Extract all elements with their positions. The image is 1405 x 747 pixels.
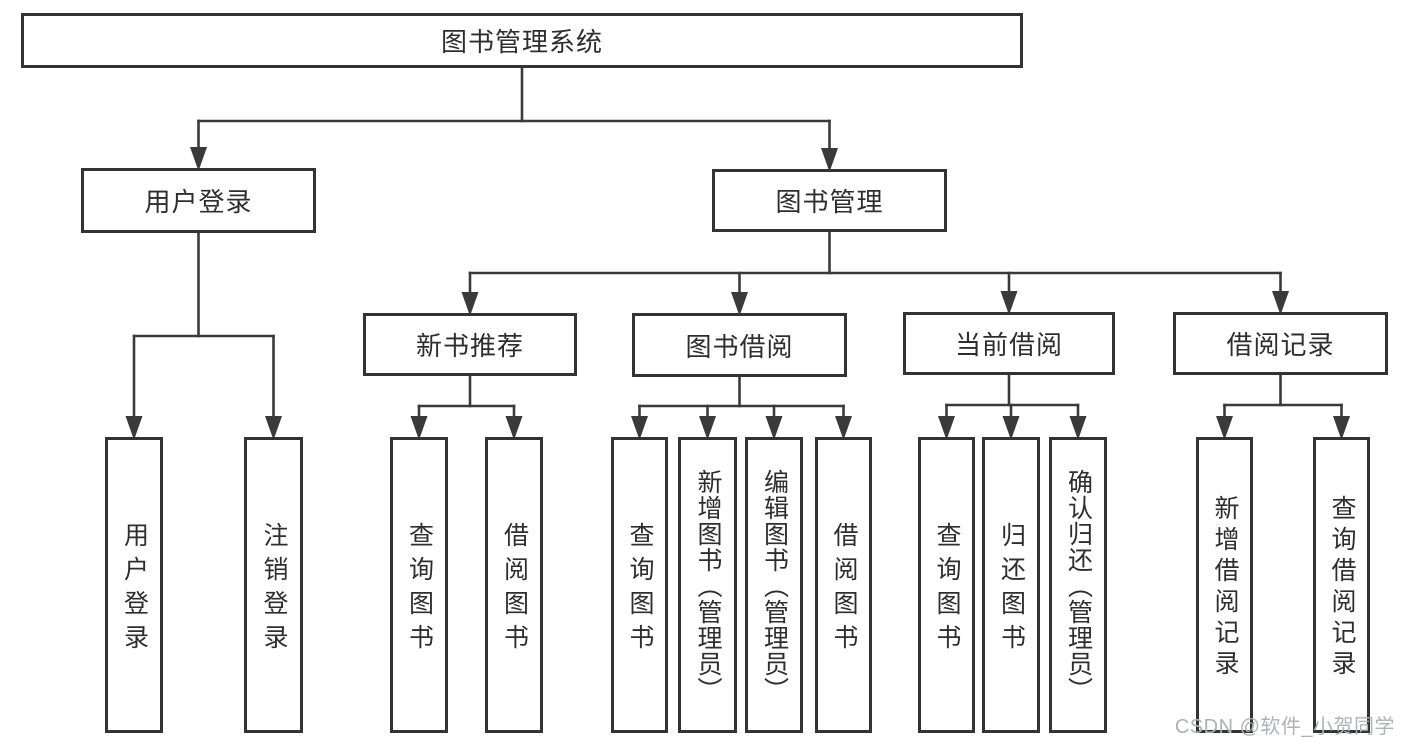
node-cb-confirm-return: 确认归还（管理员） [1049, 437, 1107, 733]
node-br-add-record: 新增借阅记录 [1196, 437, 1253, 733]
node-bb-borrow-book: 借阅图书 [815, 437, 872, 733]
node-cb-return-book: 归还图书 [982, 437, 1040, 733]
node-bb-add-book: 新增图书（管理员） [678, 437, 737, 733]
node-label: 新增图书（管理员） [694, 468, 722, 703]
node-label: 图书管理 [775, 187, 884, 217]
node-borrow-records: 借阅记录 [1173, 312, 1388, 375]
node-new-book-rec: 新书推荐 [363, 313, 577, 376]
node-label: 归还图书 [997, 521, 1026, 658]
node-current-borrow: 当前借阅 [903, 312, 1115, 375]
node-bb-query-book: 查询图书 [611, 437, 668, 733]
node-user-login: 用户登录 [81, 168, 316, 233]
node-label: 查询图书 [626, 521, 654, 658]
node-book-borrow: 图书借阅 [632, 313, 847, 377]
node-label: 用户登录 [144, 187, 253, 217]
node-rec-query-book: 查询图书 [390, 437, 448, 733]
node-logout-leaf: 注销登录 [244, 437, 303, 733]
node-label: 确认归还（管理员） [1064, 468, 1093, 703]
node-label: 用户登录 [120, 521, 149, 658]
node-label: 当前借阅 [954, 330, 1063, 360]
node-label: 借阅记录 [1226, 330, 1335, 360]
node-book-mgmt: 图书管理 [712, 169, 947, 232]
node-br-query-record: 查询借阅记录 [1313, 437, 1370, 733]
node-label: 借阅图书 [500, 521, 529, 658]
node-label: 图书借阅 [685, 331, 794, 362]
node-cb-query-book: 查询图书 [918, 437, 975, 733]
node-root: 图书管理系统 [21, 13, 1023, 68]
node-label: 新增借阅记录 [1211, 495, 1239, 681]
node-label: 借阅图书 [830, 521, 858, 658]
node-label: 编辑图书（管理员） [760, 468, 789, 703]
node-label: 查询借阅记录 [1328, 495, 1356, 681]
node-rec-borrow-book: 借阅图书 [485, 437, 543, 733]
node-login-leaf: 用户登录 [105, 437, 163, 733]
node-label: 查询图书 [405, 521, 434, 658]
node-label: 注销登录 [260, 521, 288, 658]
node-bb-edit-book: 编辑图书（管理员） [745, 437, 803, 733]
node-label: 图书管理系统 [440, 27, 603, 57]
node-label: 新书推荐 [415, 331, 524, 361]
watermark: CSDN @软件_小贺同学 [1174, 716, 1395, 738]
node-label: 查询图书 [933, 521, 961, 658]
